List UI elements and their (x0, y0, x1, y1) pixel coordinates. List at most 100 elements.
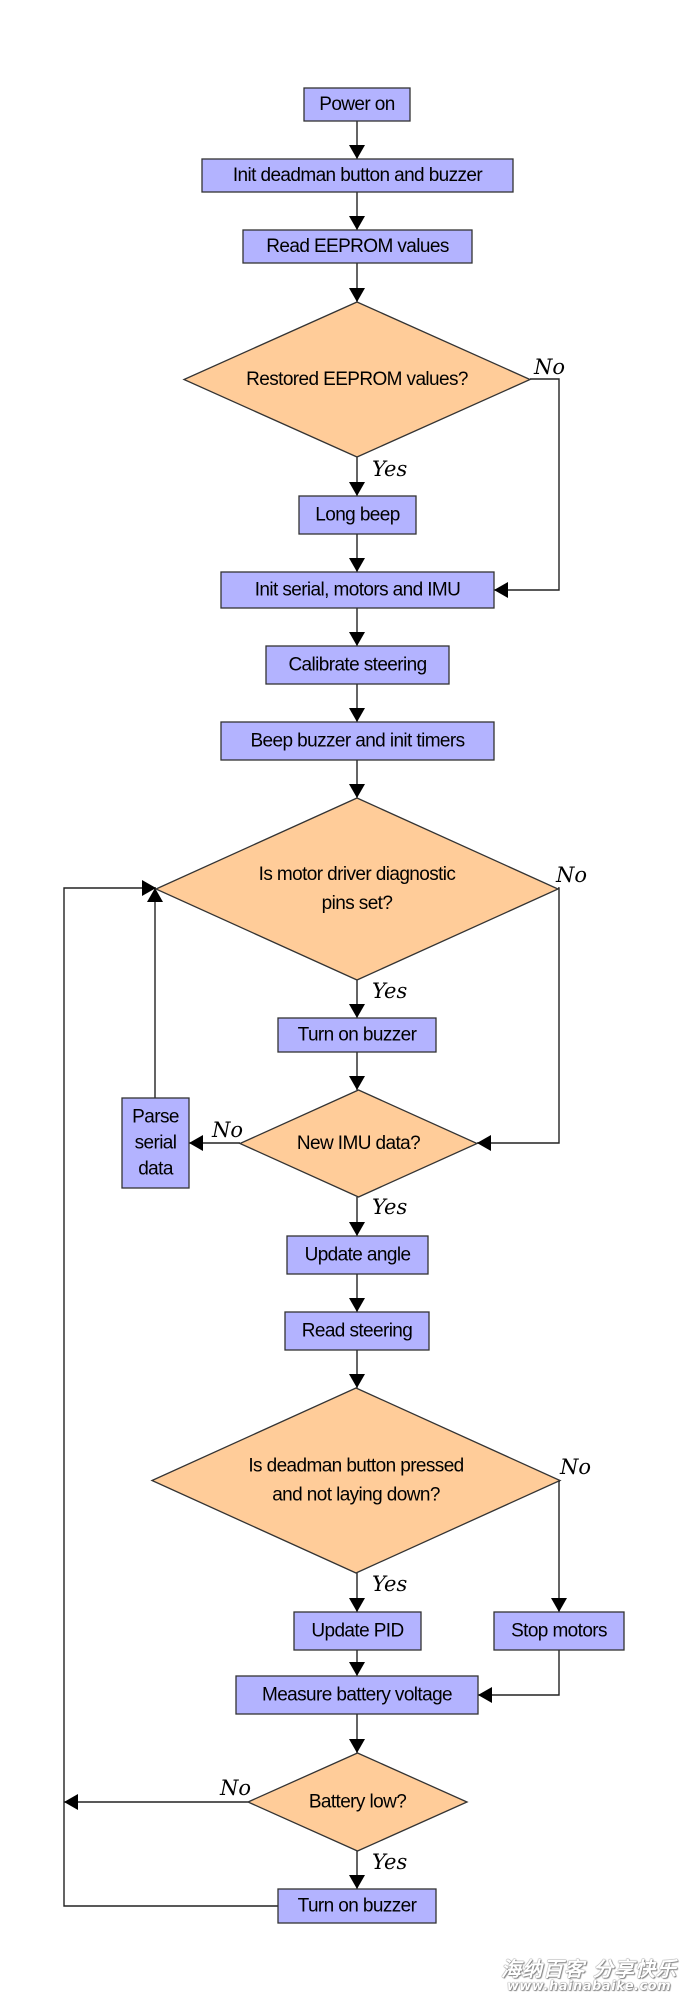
edge-power-on-to-init-deadman (349, 121, 365, 159)
process-box-buzzer-2: Turn on buzzer (277, 1888, 437, 1924)
arrow-head-icon (349, 1004, 365, 1018)
decision-diamond-new-imu: New IMU data? (238, 1089, 479, 1198)
edge-motor-diag-to-new-imu (477, 887, 560, 1151)
arrow-head-icon (349, 784, 365, 798)
edge-read-eeprom-to-restored-eeprom (349, 263, 365, 302)
process-shape (121, 1097, 190, 1189)
node-label: Read steering (302, 1321, 413, 1342)
node-label: Measure battery voltage (262, 1685, 452, 1706)
node-label: Init deadman button and buzzer (233, 165, 484, 186)
arrow-head-icon (349, 1298, 365, 1312)
process-shape (284, 1311, 430, 1351)
edge-beep-init-timers-to-motor-diag (349, 760, 365, 798)
process-box-read-steering: Read steering (284, 1311, 430, 1351)
node-label: New IMU data? (297, 1133, 420, 1154)
node-label: Long beep (315, 505, 399, 526)
node-label: data (138, 1159, 174, 1180)
node-label: Update PID (311, 1621, 403, 1642)
edge-init-deadman-to-read-eeprom (349, 192, 365, 230)
process-box-measure-battery: Measure battery voltage (235, 1675, 479, 1715)
process-shape (242, 229, 473, 264)
edge-battery-low-to-buzzer-2 (349, 1851, 365, 1889)
arrow-head-icon (477, 1135, 491, 1151)
watermark-title: 海纳百客 分享快乐 (501, 1957, 677, 1981)
branch-label-yes: Yes (372, 1572, 407, 1596)
process-shape (220, 571, 495, 609)
process-box-long-beep: Long beep (298, 495, 417, 535)
edge-deadman-check-to-update-pid (349, 1573, 365, 1612)
node-label: Stop motors (511, 1621, 607, 1642)
connector-line (63, 887, 278, 1907)
decision-diamond-motor-diag: Is motor driver diagnostic pins set? (154, 797, 560, 981)
process-shape (220, 721, 495, 761)
process-shape (303, 87, 411, 122)
edge-battery-low-to-motor-diag (64, 1794, 248, 1810)
arrow-head-icon (349, 482, 365, 496)
decision-shape (150, 1387, 562, 1574)
node-label: Read EEPROM values (266, 236, 449, 257)
branch-label-yes: Yes (372, 1195, 407, 1219)
arrow-head-icon (349, 708, 365, 722)
edge-long-beep-to-init-serial (349, 534, 365, 572)
process-box-update-pid: Update PID (293, 1611, 422, 1651)
edges-layer (63, 121, 567, 1907)
decision-diamond-battery-low: Battery low? (246, 1752, 469, 1852)
arrow-head-icon (349, 1662, 365, 1676)
edge-parse-serial-to-motor-diag (147, 888, 163, 1098)
process-shape (235, 1675, 479, 1715)
arrow-head-icon (64, 1794, 78, 1810)
node-label: Beep buzzer and init timers (250, 731, 464, 752)
process-box-stop-motors: Stop motors (493, 1611, 625, 1651)
edge-restored-eeprom-to-long-beep (349, 457, 365, 496)
arrow-head-icon (142, 880, 156, 896)
decision-shape (154, 797, 560, 981)
branch-label-no: No (533, 355, 565, 379)
edge-init-serial-to-calibrate (349, 608, 365, 646)
branch-label-no: No (555, 863, 587, 887)
node-label: pins set? (322, 893, 393, 914)
node-label: Restored EEPROM values? (246, 369, 468, 390)
process-box-buzzer-1: Turn on buzzer (277, 1017, 437, 1053)
arrow-head-icon (551, 1598, 567, 1612)
branch-label-yes: Yes (372, 979, 407, 1003)
branch-label-no: No (211, 1118, 243, 1142)
node-label: Turn on buzzer (298, 1025, 418, 1046)
node-label: Calibrate steering (288, 655, 426, 676)
node-label: Update angle (305, 1245, 411, 1266)
decision-shape (246, 1752, 469, 1852)
edge-buzzer-2-to-motor-diag (63, 880, 278, 1907)
edge-update-pid-to-measure-battery (349, 1650, 365, 1676)
process-box-calibrate: Calibrate steering (265, 645, 450, 685)
edge-measure-battery-to-battery-low (349, 1714, 365, 1753)
decision-shape (182, 301, 532, 458)
arrow-head-icon (349, 1076, 365, 1090)
arrow-head-icon (349, 288, 365, 302)
arrow-head-icon (349, 558, 365, 572)
decision-shape (238, 1089, 479, 1198)
process-shape (293, 1611, 422, 1651)
node-label: Battery low? (309, 1792, 406, 1813)
branch-label-yes: Yes (372, 457, 407, 481)
edge-calibrate-to-beep-init-timers (349, 684, 365, 722)
arrow-head-icon (349, 1374, 365, 1388)
process-box-update-angle: Update angle (286, 1235, 429, 1275)
process-shape (298, 495, 417, 535)
edge-deadman-check-to-stop-motors (551, 1480, 567, 1612)
edge-new-imu-to-update-angle (349, 1197, 365, 1236)
arrow-head-icon (349, 1598, 365, 1612)
process-shape (493, 1611, 625, 1651)
node-label: Is motor driver diagnostic (259, 864, 456, 885)
node-label: serial (135, 1133, 177, 1154)
edge-stop-motors-to-measure-battery (478, 1650, 560, 1703)
branch-label-no: No (219, 1776, 251, 1800)
arrow-head-icon (349, 1875, 365, 1889)
decision-diamond-restored-eeprom: Restored EEPROM values? (182, 301, 532, 458)
node-label: Turn on buzzer (298, 1896, 418, 1917)
arrow-head-icon (494, 582, 508, 598)
process-box-init-deadman: Init deadman button and buzzer (201, 158, 514, 193)
process-shape (265, 645, 450, 685)
